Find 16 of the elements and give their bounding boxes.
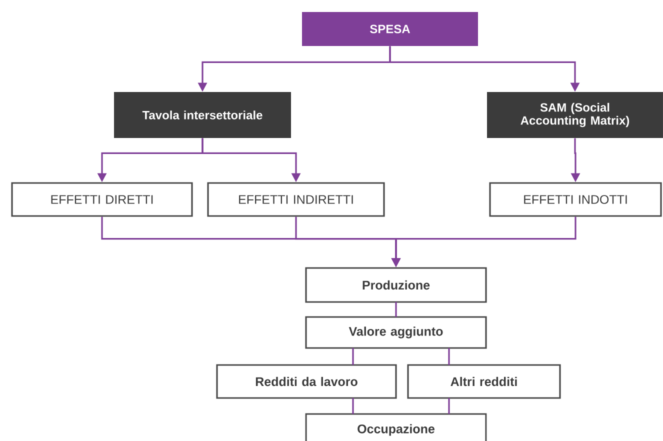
effect-box: EFFETTI INDOTTI (489, 182, 662, 217)
connector (395, 302, 397, 317)
title-box: SPESA (302, 12, 478, 46)
outcome-box: Redditi da lavoro (216, 364, 397, 399)
method-box: Tavola intersettoriale (114, 92, 291, 138)
method-box: SAM (Social Accounting Matrix) (487, 92, 663, 138)
outcome-box: Altri redditi (407, 364, 561, 399)
connector (448, 398, 450, 414)
effect-box: EFFETTI INDIRETTI (207, 182, 385, 217)
effect-box: EFFETTI DIRETTI (11, 182, 193, 217)
connector (448, 348, 450, 365)
connector (352, 348, 354, 365)
connector (352, 398, 354, 414)
outcome-box: Valore aggiunto (305, 316, 487, 349)
outcome-box: Produzione (305, 267, 487, 303)
outcome-box: Occupazione (305, 413, 487, 441)
